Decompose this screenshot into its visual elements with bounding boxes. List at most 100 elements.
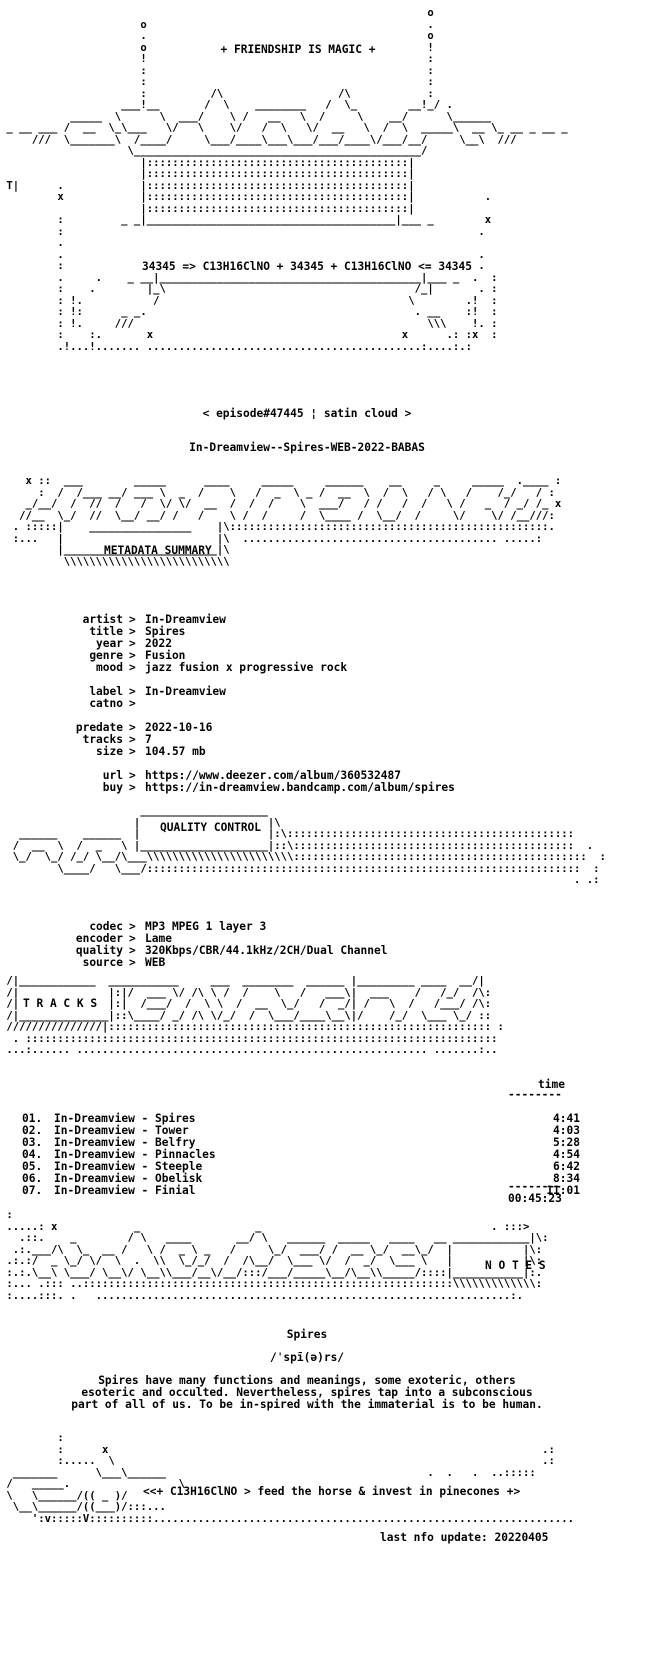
metadata-tracks: tracks>7 [0,722,152,746]
metadata-genre: genre>Fusion [0,638,185,662]
metadata-label: label>In-Dreamview [0,674,226,698]
track-name: In-Dreamview - Tower [54,1124,189,1137]
metadata-value: In-Dreamview [145,613,226,626]
quality-value: 320Kbps/CBR/44.1kHz/2CH/Dual Channel [145,944,388,957]
track-time: 4:41 [553,1112,580,1125]
track-time: 5:28 [553,1136,580,1149]
metadata-key: genre [89,649,123,662]
metadata-title: title>Spires [0,614,185,638]
section-title-tracks: T R A C K S [23,997,98,1010]
metadata-value: 2022-10-16 [145,721,213,734]
metadata-value: 2022 [145,637,172,650]
metadata-key: title [89,625,123,638]
track-row: 06. In-Dreamview - Obelisk 8:34 [22,1161,580,1185]
metadata-value: Spires [145,625,186,638]
track-row: 02. In-Dreamview - Tower 4:03 [22,1113,580,1137]
banner-formula: 34345 => C13H16ClNO + 34345 + C13H16ClNO… [141,260,473,273]
track-name: In-Dreamview - Pinnacles [54,1148,216,1161]
notes-header-art: : .....: x _ _ . :::> .::. _ / \ ____ __… [6,1209,549,1302]
quality-encoder: encoder>Lame [0,921,172,945]
quality-value: MP3 MPEG 1 layer 3 [145,920,267,933]
notes-pronunciation: /ˈspī(ə)rs/ [269,1351,345,1364]
metadata-buy: buy>https://in-dreamview.bandcamp.com/al… [0,770,455,794]
track-time: 8:34 [553,1172,580,1185]
metadata-key: size [96,745,123,758]
metadata-key: year [96,637,123,650]
notes-text-line: part of all of us. To be in-spired with … [71,1398,543,1411]
metadata-size: size>104.57 mb [0,734,206,758]
notes-text-line: esoteric and occulted. Nevertheless, spi… [81,1386,533,1399]
metadata-value: 7 [145,733,152,746]
notes-text-line: Spires have many functions and meanings,… [98,1374,516,1387]
track-number: 06. [22,1172,43,1185]
track-name: In-Dreamview - Obelisk [54,1172,203,1185]
track-name: In-Dreamview - Belfry [54,1136,196,1149]
release-name: In-Dreamview--Spires-WEB-2022-BABAS [189,441,425,454]
section-title-quality: QUALITY CONTROL [160,821,262,834]
metadata-key: buy [102,781,123,794]
track-row: 04. In-Dreamview - Pinnacles 4:54 [22,1137,580,1161]
metadata-key: mood [96,661,123,674]
metadata-key: catno [89,697,123,710]
header-ascii-art: o o . . o o [6,7,568,353]
track-number: 05. [22,1160,43,1173]
metadata-value: In-Dreamview [145,685,226,698]
metadata-url: url>https://www.deezer.com/album/3605324… [0,758,401,782]
track-number: 03. [22,1136,43,1149]
tracklist-rule-bottom: -------- [508,1180,562,1193]
metadata-artist: artist>In-Dreamview [0,602,226,626]
quality-value: Lame [145,932,172,945]
metadata-key: predate [75,721,123,734]
quality-quality: quality>320Kbps/CBR/44.1kHz/2CH/Dual Cha… [0,933,388,957]
quality-codec: codec>MP3 MPEG 1 layer 3 [0,909,266,933]
metadata-key: label [89,685,123,698]
track-name: In-Dreamview - Steeple [54,1160,203,1173]
track-number: 02. [22,1124,43,1137]
metadata-key: tracks [82,733,123,746]
metadata-url-link[interactable]: https://www.deezer.com/album/360532487 [145,769,401,782]
quality-key: source [82,956,123,969]
footer-ascii-art: : : x .: :..... \ .: _______ \___\__ [6,1432,575,1525]
footer-tagline: <<+ C13H16ClNO > feed the horse & invest… [143,1485,521,1498]
track-row: 05. In-Dreamview - Steeple 6:42 [22,1149,580,1173]
metadata-value: jazz fusion x progressive rock [145,661,348,674]
track-row: 03. In-Dreamview - Belfry 5:28 [22,1125,580,1149]
metadata-header-art: x :: ___ _____ ____ _____ ______ __ _ __… [12,475,562,568]
metadata-value: Fusion [145,649,186,662]
episode-line: < episode#47445 ¦ satin cloud > [202,407,412,420]
tracklist-total: 00:45:23 [508,1192,562,1205]
track-time: 11:01 [546,1184,580,1197]
metadata-key: artist [82,613,123,626]
track-time: 4:03 [553,1124,580,1137]
metadata-buy-link[interactable]: https://in-dreamview.bandcamp.com/album/… [145,781,455,794]
track-time: 6:42 [553,1160,580,1173]
tracks-header-art: /|____________ ___________ ___ ________ … [6,975,504,1056]
metadata-predate: predate>2022-10-16 [0,710,213,734]
quality-key: encoder [75,932,123,945]
quality-source: source>WEB [0,945,166,969]
last-update: last nfo update: 20220405 [380,1531,549,1544]
section-title-metadata: METADATA SUMMARY [104,544,212,557]
quality-header-art: ____________________ | |\ ______ ______ … [12,805,606,886]
track-name: In-Dreamview - Finial [54,1184,196,1197]
metadata-year: year>2022 [0,626,172,650]
notes-title: Spires [286,1328,328,1341]
track-number: 07. [22,1184,43,1197]
track-number: 04. [22,1148,43,1161]
metadata-value: 104.57 mb [145,745,206,758]
tracklist-time-header: time [538,1078,565,1091]
banner-title: + FRIENDSHIP IS MAGIC + [220,43,376,56]
tracklist-rule-top: -------- [508,1088,562,1101]
track-number: 01. [22,1112,43,1125]
track-time: 4:54 [553,1148,580,1161]
quality-key: quality [75,944,123,957]
section-title-notes: N O T E S [485,1259,546,1272]
metadata-catno: catno> [0,686,135,710]
track-row: 07. In-Dreamview - Finial 11:01 [22,1173,580,1197]
metadata-key: url [102,769,123,782]
track-row: 01. In-Dreamview - Spires 4:41 [22,1101,580,1125]
quality-key: codec [89,920,123,933]
track-name: In-Dreamview - Spires [54,1112,196,1125]
quality-value: WEB [145,956,166,969]
